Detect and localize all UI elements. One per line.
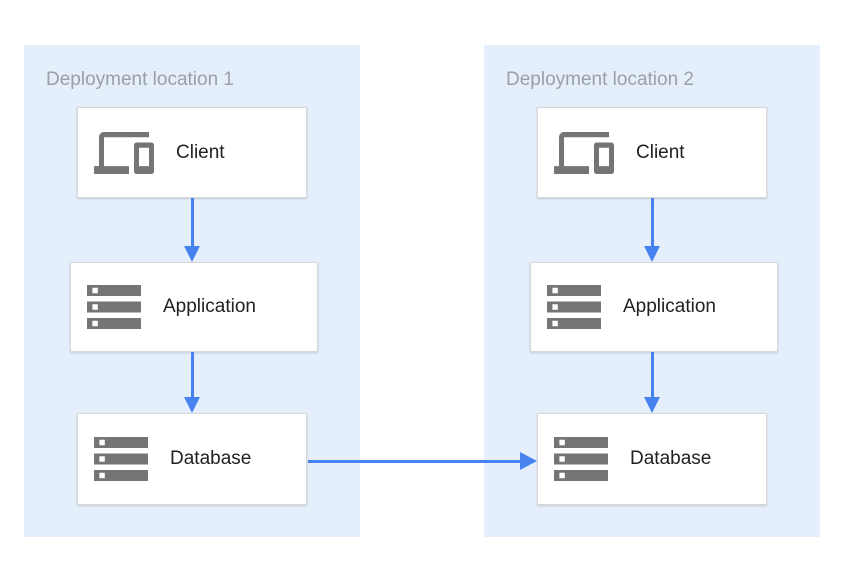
storage-icon	[94, 437, 148, 481]
node-label: Database	[630, 448, 712, 469]
application-node-1: Application	[70, 262, 318, 352]
database-node-1: Database	[77, 413, 307, 505]
node-label: Database	[170, 448, 252, 469]
client-node-2: Client	[537, 107, 767, 198]
node-label: Client	[636, 141, 685, 163]
application-node-2: Application	[530, 262, 778, 352]
arrow-database1-to-database2	[308, 452, 537, 470]
deployment-location-2-panel: Deployment location 2 Client Application	[484, 45, 820, 537]
panel-title: Deployment location 2	[506, 69, 694, 90]
arrow-client-to-application-2	[644, 198, 660, 262]
node-label: Application	[163, 296, 256, 317]
devices-icon	[554, 131, 614, 174]
arrow-client-to-application-1	[184, 198, 200, 262]
node-label: Client	[176, 141, 225, 163]
arrow-application-to-database-1	[184, 352, 200, 413]
storage-icon	[547, 285, 601, 329]
arrow-application-to-database-2	[644, 352, 660, 413]
devices-icon	[94, 131, 154, 174]
node-label: Application	[623, 296, 716, 317]
deployment-location-1-panel: Deployment location 1 Client Application	[24, 45, 360, 537]
panel-title: Deployment location 1	[46, 69, 234, 90]
storage-icon	[554, 437, 608, 481]
database-node-2: Database	[537, 413, 767, 505]
storage-icon	[87, 285, 141, 329]
client-node-1: Client	[77, 107, 307, 198]
